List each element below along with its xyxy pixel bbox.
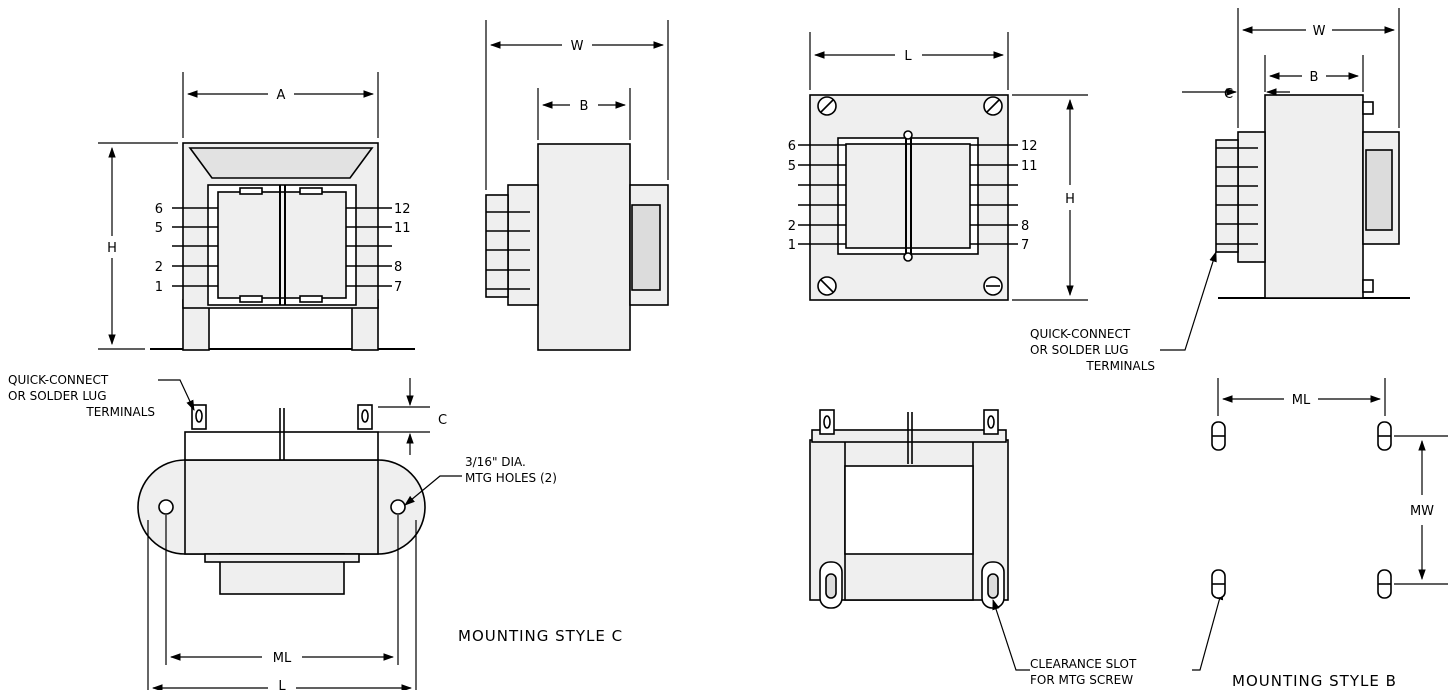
- pin-label: 12: [394, 202, 411, 217]
- dim-h-label: H: [107, 241, 117, 256]
- dim-ml-label: ML: [273, 651, 292, 666]
- pin-label: 5: [788, 159, 796, 174]
- style-b-top-view: [809, 409, 1224, 671]
- dim-b-label: B: [1310, 70, 1319, 85]
- terminal-note-line: QUICK-CONNECT: [1030, 327, 1131, 341]
- terminal-note-line: TERMINALS: [85, 405, 155, 419]
- dim-c-label: C: [438, 413, 447, 428]
- screw-icon: [983, 276, 1003, 296]
- dim-mw-label: MW: [1410, 504, 1434, 519]
- terminal-note-line: QUICK-CONNECT: [8, 373, 109, 387]
- dim-h-label: H: [1065, 192, 1075, 207]
- mounting-hole-icon: [390, 499, 406, 515]
- terminal-note-line: OR SOLDER LUG: [8, 389, 107, 403]
- style-c-top-view: C ML L: [137, 378, 462, 690]
- pin-label: 6: [155, 202, 163, 217]
- pin-label: 8: [1021, 219, 1029, 234]
- holes-note-line: 3/16" DIA.: [465, 455, 526, 469]
- pin-label: 5: [155, 221, 163, 236]
- dim-ml-label: ML: [1292, 393, 1311, 408]
- terminal-note-line: OR SOLDER LUG: [1030, 343, 1129, 357]
- dim-l-label: L: [904, 49, 912, 64]
- dim-b-label: B: [580, 99, 589, 114]
- style-b-mounting-pattern: ML MW: [1211, 378, 1448, 599]
- style-b-side-view: W B C: [1160, 8, 1410, 351]
- mounting-slot-icon: [1211, 421, 1226, 451]
- terminal-note-line: TERMINALS: [1085, 359, 1155, 373]
- style-c-caption: MOUNTING STYLE C: [458, 627, 623, 645]
- dim-l-label: L: [278, 679, 286, 690]
- pin-label: 11: [1021, 159, 1038, 174]
- style-c-front-terminals: [172, 207, 392, 287]
- slot-note-line: FOR MTG SCREW: [1030, 673, 1133, 687]
- pin-label: 2: [788, 219, 796, 234]
- screw-icon: [817, 96, 837, 116]
- dim-c-label: C: [1224, 87, 1233, 102]
- slot-note-line: CLEARANCE SLOT: [1030, 657, 1137, 671]
- pin-label: 1: [788, 238, 796, 253]
- screw-icon: [983, 96, 1003, 116]
- mounting-slot-icon: [1211, 569, 1226, 599]
- pin-label: 11: [394, 221, 411, 236]
- pin-label: 7: [1021, 238, 1029, 253]
- pin-label: 7: [394, 280, 402, 295]
- dim-a-label: A: [277, 88, 286, 103]
- screw-icon: [817, 276, 837, 296]
- dim-w-label: W: [571, 39, 584, 54]
- mounting-hole-icon: [158, 499, 174, 515]
- mounting-slot-icon: [1377, 569, 1392, 599]
- pin-label: 6: [788, 139, 796, 154]
- mounting-slot-icon: [1377, 421, 1392, 451]
- style-b-caption: MOUNTING STYLE B: [1232, 672, 1397, 690]
- pin-label: 12: [1021, 139, 1038, 154]
- style-b-front-view: L H: [798, 32, 1088, 301]
- pin-label: 8: [394, 260, 402, 275]
- dim-w-label: W: [1313, 24, 1326, 39]
- pin-label: 2: [155, 260, 163, 275]
- holes-note-line: MTG HOLES (2): [465, 471, 557, 485]
- style-c-side-view: W B: [485, 20, 669, 351]
- style-c-front-view: 6 5 2 1 12 11 8 7 A H: [98, 72, 415, 351]
- pin-label: 1: [155, 280, 163, 295]
